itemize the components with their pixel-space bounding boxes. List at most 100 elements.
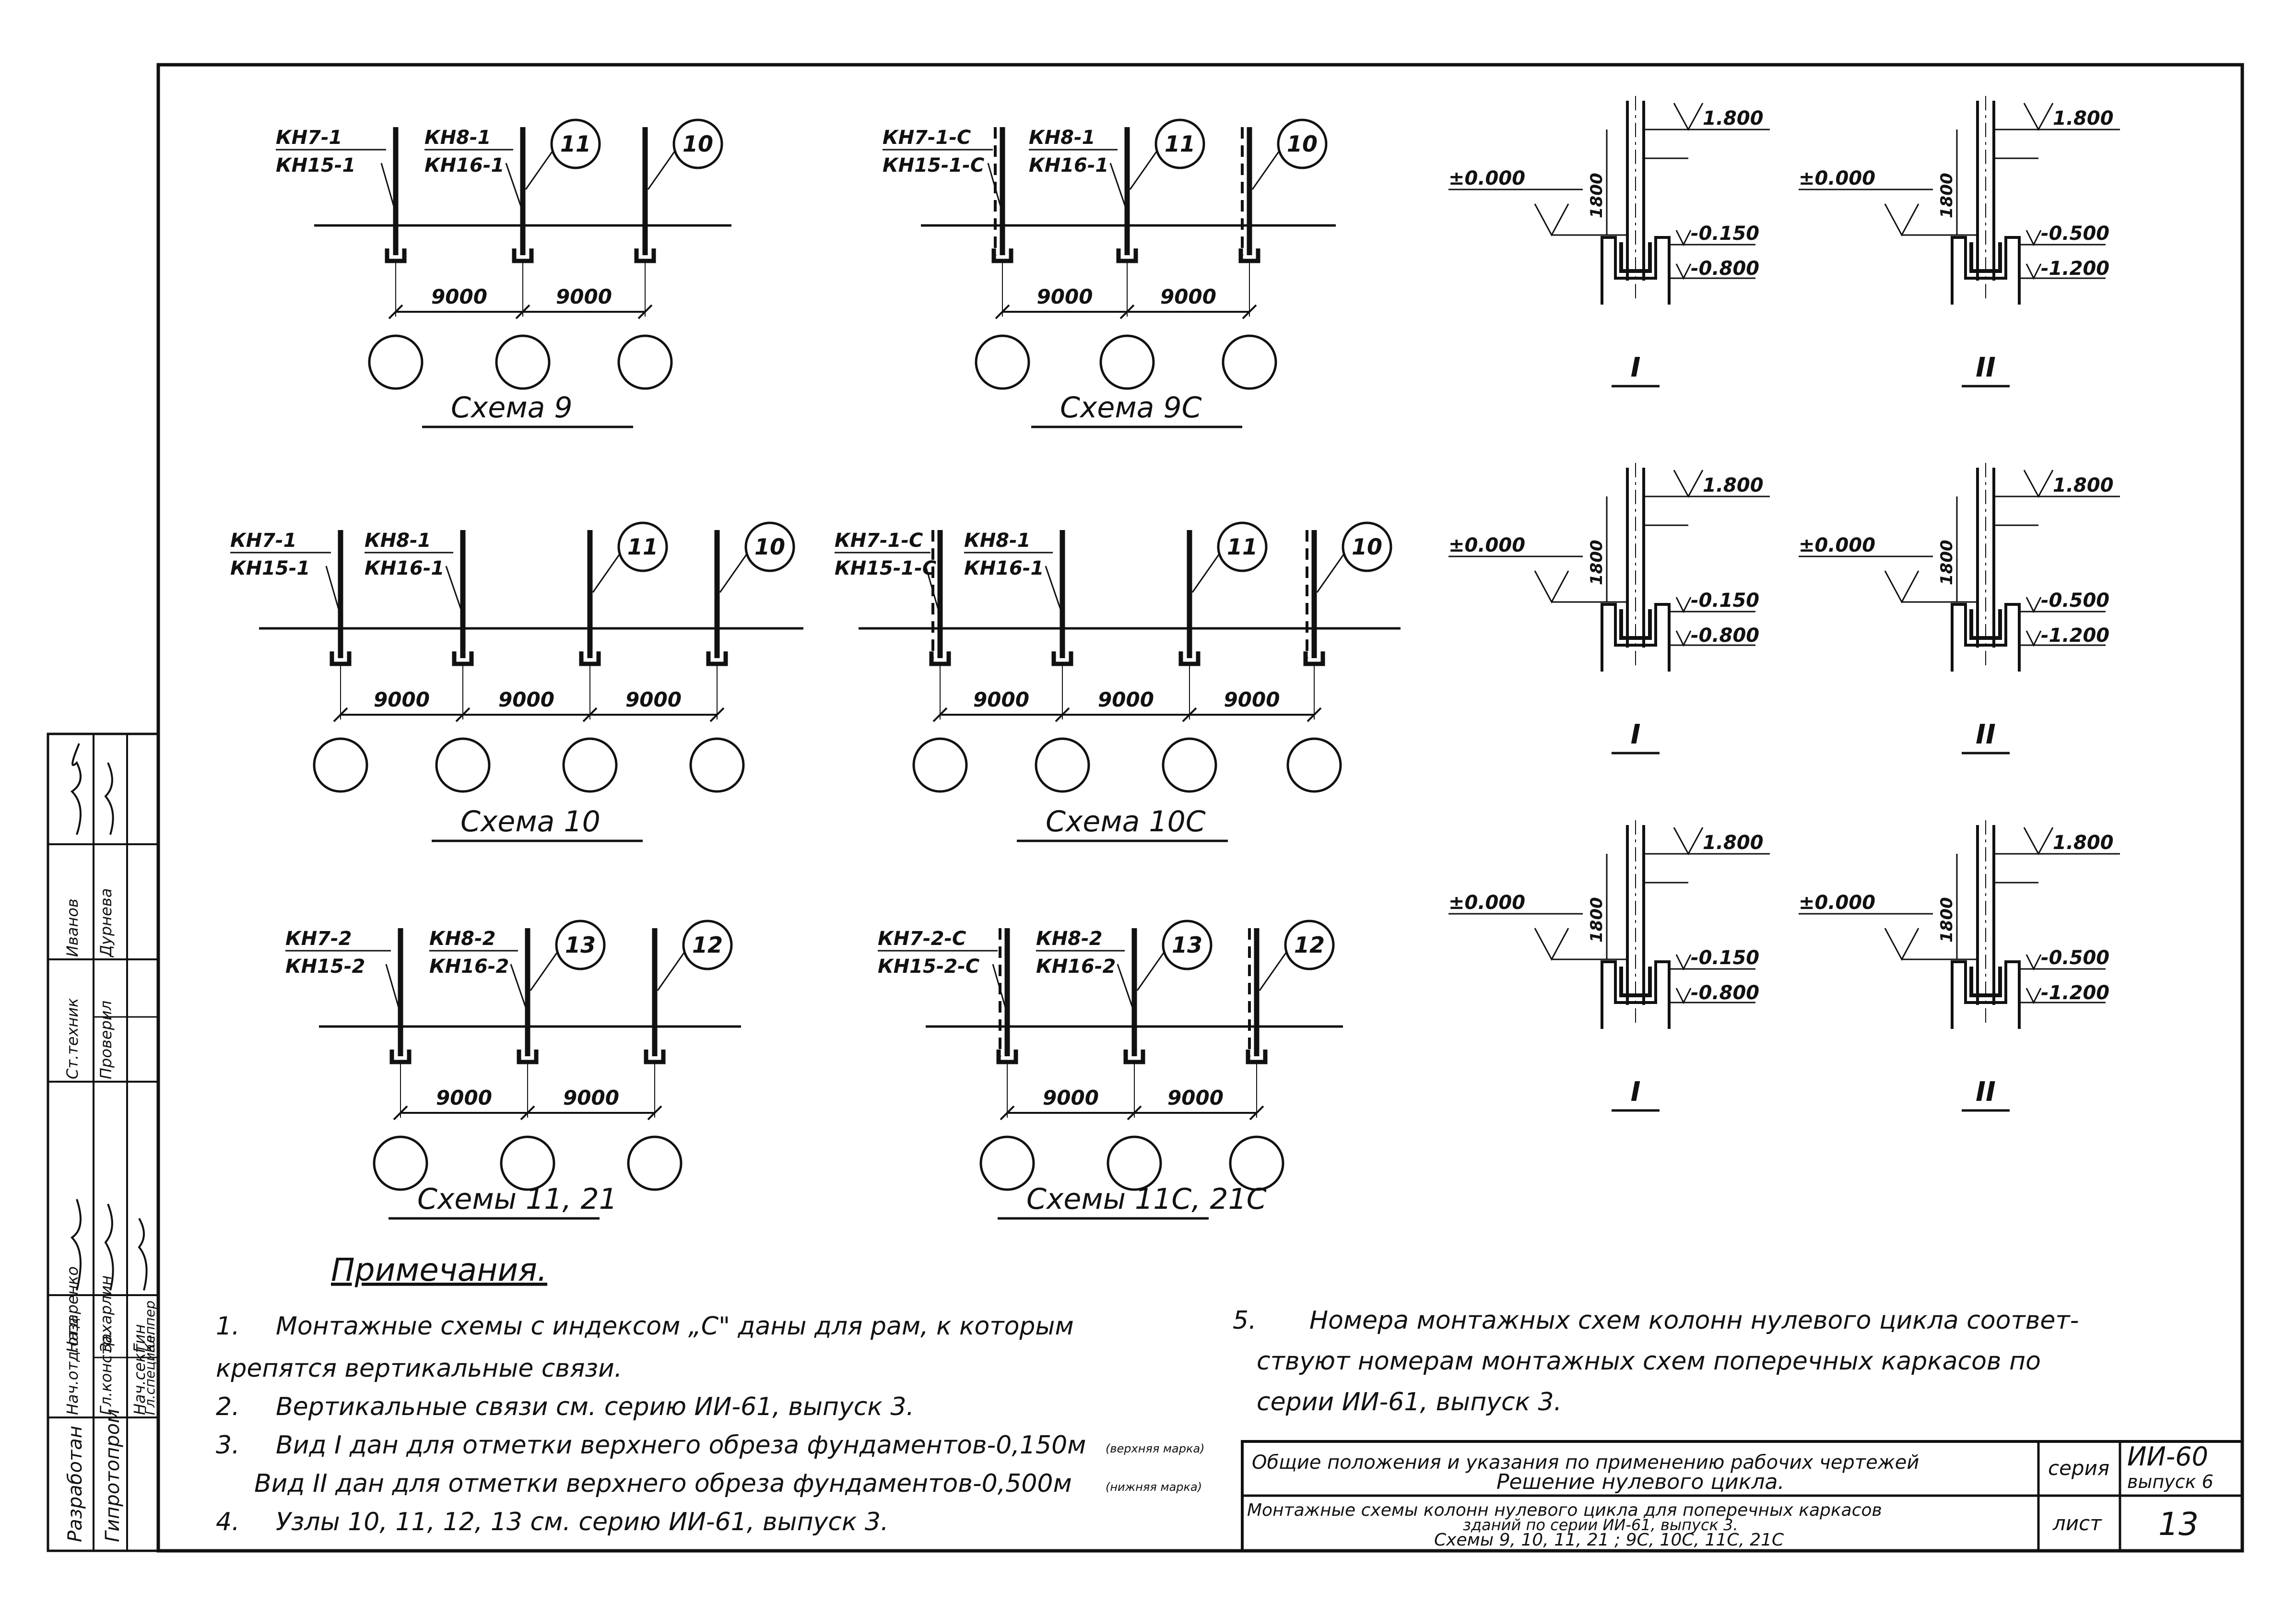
- column-mark-bottom: КН15-2-С: [878, 956, 979, 978]
- stamp-name-5: Иванов: [63, 898, 82, 957]
- foundation-circle: [1107, 1135, 1162, 1191]
- foundation-circle: [912, 737, 968, 793]
- stamp-role-5: Ст.техник: [63, 998, 82, 1079]
- level-arrow: [1673, 470, 1704, 498]
- zero-level-label: ±0.000: [1448, 167, 1525, 189]
- dimension-label: 9000: [1224, 688, 1280, 711]
- view-label: I: [1631, 352, 1641, 383]
- mark-label-2: -1.200: [2041, 982, 2109, 1004]
- zero-level-label: ±0.000: [1799, 892, 1875, 914]
- mark-label-2: -0.800: [1691, 258, 1759, 280]
- mark-label-2: -1.200: [2041, 625, 2109, 647]
- node-number: 10: [1352, 534, 1382, 560]
- node-number: 10: [1287, 131, 1318, 157]
- column-foot: [1969, 967, 2002, 997]
- node-circle: [744, 521, 795, 572]
- mark-label-1: -0.500: [2041, 947, 2109, 969]
- height-label: 1800: [1587, 173, 1606, 218]
- column-base: [517, 1050, 539, 1064]
- column-mark-top: КН8-1: [424, 127, 491, 149]
- note-2-text: Вертикальные связи см. серию ИИ-61, выпу…: [276, 1393, 914, 1421]
- column-base: [634, 248, 656, 263]
- height-label: 1800: [1937, 540, 1956, 585]
- dimension-tick: [1055, 707, 1070, 722]
- dimension-tick: [520, 1105, 535, 1121]
- dimension-tick: [388, 304, 403, 319]
- mark-label-1: -0.500: [2041, 590, 2109, 612]
- node-circle: [555, 920, 606, 970]
- note-3-text-b: Вид II дан для отметки верхнего обреза ф…: [254, 1469, 1072, 1498]
- note-1-text-a: Монтажные схемы с индексом „С" даны для …: [276, 1312, 1074, 1341]
- column-mark-top: КН8-2: [429, 928, 495, 950]
- leader-line: [385, 964, 400, 1008]
- height-label: 1800: [1587, 897, 1606, 943]
- stamp-role-1: Нач.отд.отд: [63, 1317, 82, 1415]
- sheet-label: лист: [2052, 1511, 2102, 1535]
- level-arrow: [1675, 954, 1692, 1004]
- dimension-label: 9000: [431, 285, 487, 308]
- column-base: [389, 1050, 412, 1064]
- foundation-circle: [562, 737, 618, 793]
- node-circle: [672, 118, 723, 169]
- column-base: [991, 248, 1013, 263]
- view-label: I: [1631, 719, 1641, 750]
- stamp-org-1: Разработан: [64, 1426, 86, 1542]
- node-number: 11: [1227, 534, 1258, 560]
- level-arrow: [1884, 928, 1919, 961]
- dimension-label: 9000: [498, 688, 554, 711]
- level-arrow: [1534, 203, 1569, 237]
- scheme-title: Схемы 11, 21: [417, 1182, 617, 1216]
- dimension-tick: [1242, 304, 1257, 319]
- level-arrow: [1675, 597, 1692, 647]
- leader-line: [925, 566, 939, 610]
- mark-label-2: -1.200: [2041, 258, 2109, 280]
- dimension-tick: [1119, 304, 1135, 319]
- column-mark-bottom: КН15-1: [276, 154, 355, 177]
- foundation-circle: [373, 1135, 428, 1191]
- mark-label-1: -0.150: [1691, 590, 1759, 612]
- node-leader: [1136, 952, 1165, 991]
- note-3-small-a: (верхняя марка): [1106, 1442, 1205, 1455]
- scheme-title: Схема 9С: [1060, 391, 1202, 425]
- node-circle: [1154, 118, 1205, 169]
- mark-label-1: -0.500: [2041, 223, 2109, 245]
- column-mark-bottom: КН16-2: [429, 956, 509, 978]
- level-arrow: [2025, 954, 2042, 1004]
- level-arrow: [2023, 827, 2054, 856]
- dimension-label: 9000: [436, 1086, 492, 1109]
- signature-mark: [70, 743, 114, 835]
- foundation-circle: [435, 737, 491, 793]
- foundation-circle: [313, 737, 368, 793]
- notes-heading: Примечания.: [331, 1251, 547, 1288]
- column-mark-bottom: КН16-1: [964, 557, 1044, 579]
- stamp-name-6: Дурнева: [97, 888, 115, 958]
- level-arrow: [2023, 103, 2054, 131]
- dimension-tick: [1000, 1105, 1015, 1121]
- note-3-small-b: (нижняя марка): [1106, 1480, 1202, 1494]
- stamp-role-3: Нач.сект.: [130, 1339, 149, 1415]
- foundation-socket: [1601, 603, 1671, 672]
- side-stamp: Разработан Гипротопром Нач.отд.отд Назар…: [47, 732, 160, 1552]
- column-mark-top: КН7-1: [276, 127, 342, 149]
- foundation-circle: [979, 1135, 1035, 1191]
- column-mark-bottom: КН16-1: [1029, 154, 1108, 177]
- column-mark-bottom: КН16-1: [424, 154, 504, 177]
- node-circle: [1284, 920, 1335, 970]
- node-number: 11: [560, 131, 591, 157]
- column-mark-bottom: КН16-1: [365, 557, 444, 579]
- dimension-label: 9000: [625, 688, 682, 711]
- level-arrow: [2025, 597, 2042, 647]
- leader-line: [992, 964, 1006, 1008]
- dimension-tick: [995, 304, 1010, 319]
- signature-mark: [70, 1199, 148, 1291]
- height-label: 1800: [1587, 540, 1606, 585]
- foundation-circle: [1229, 1135, 1284, 1191]
- node-leader: [1259, 952, 1287, 991]
- dimension-label: 9000: [1167, 1086, 1224, 1109]
- dimension-tick: [647, 1105, 662, 1121]
- node-leader: [719, 554, 748, 593]
